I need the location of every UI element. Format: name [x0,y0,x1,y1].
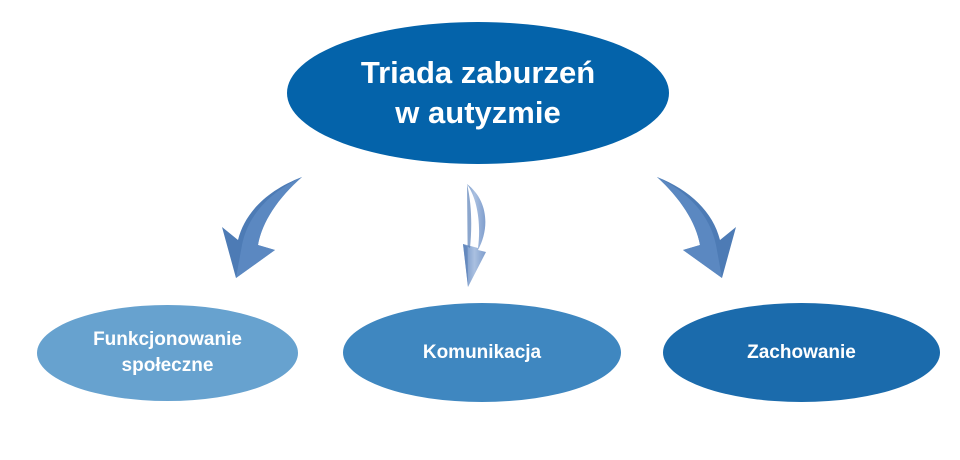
root-node: Triada zaburzeń w autyzmie [287,22,669,164]
node-label: Zachowanie [747,341,856,363]
root-label: Triada zaburzeń w autyzmie [360,55,596,130]
arrow-down-icon [463,184,486,287]
node-komunikacja: Komunikacja [343,303,621,402]
node-zachowanie: Zachowanie [663,303,940,402]
node-label: Komunikacja [422,341,542,363]
arrow-down-right-icon [657,177,736,278]
node-label: Funkcjonowanie społeczne [93,329,242,376]
node-funkcjonowanie-spoleczne: Funkcjonowanie społeczne [37,305,298,401]
arrow-down-left-icon [222,177,302,278]
